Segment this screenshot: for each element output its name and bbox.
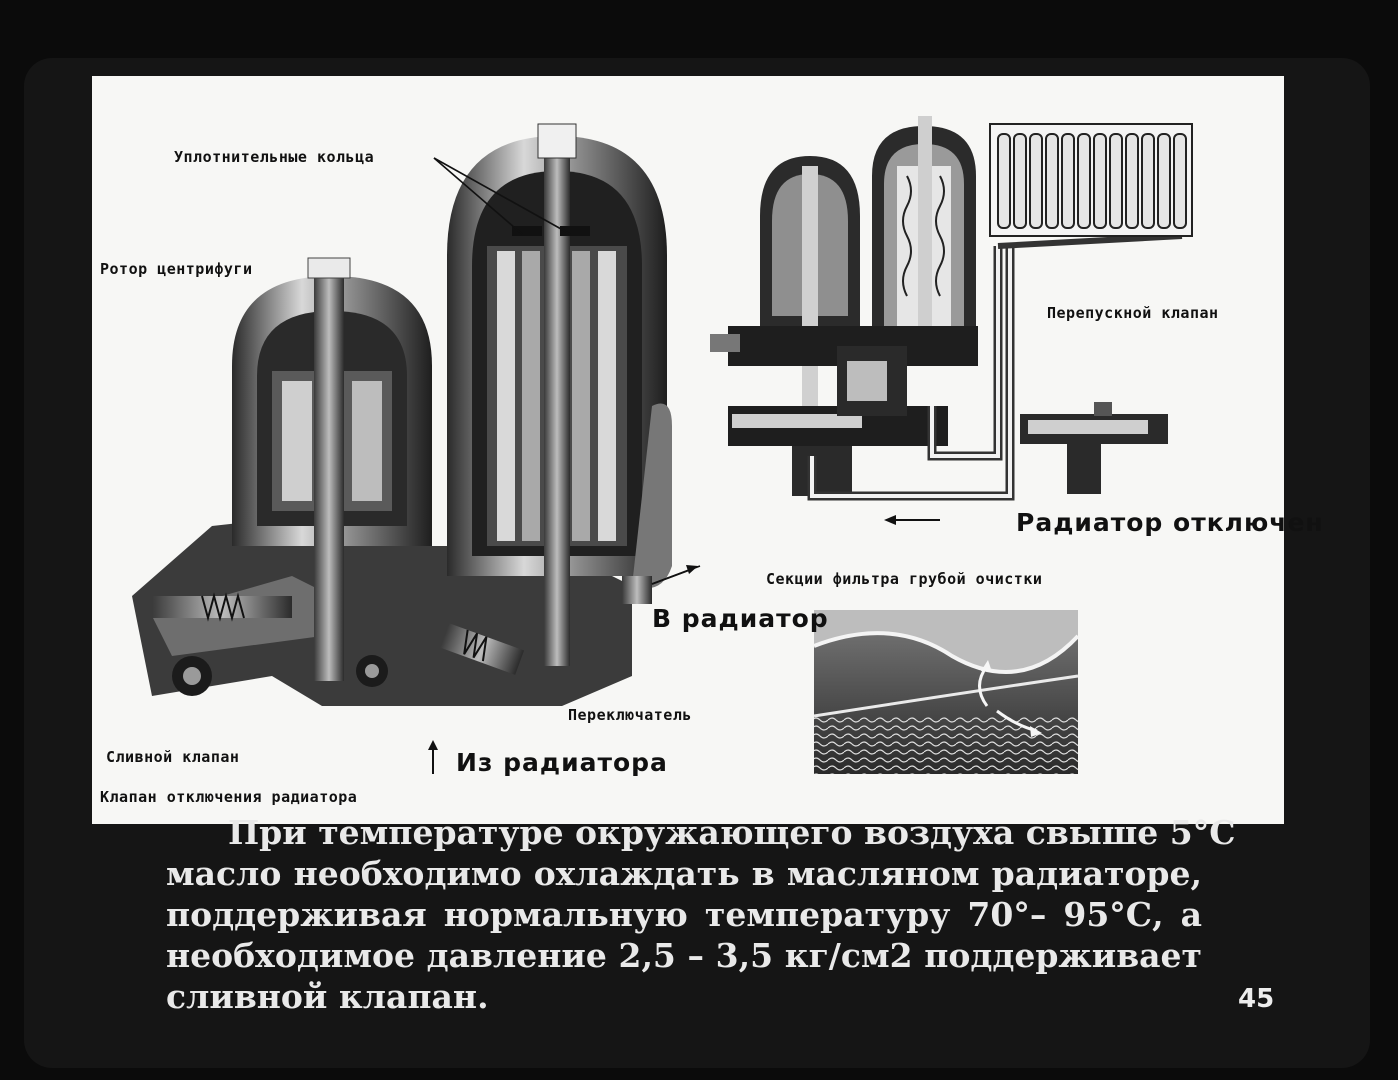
radiator-tubes (997, 133, 1187, 229)
label-seal-rings: Уплотнительные кольца (174, 148, 375, 166)
caption-line-2: масло необходимо охлаждать в масляном ра… (166, 854, 1202, 893)
label-radiator-shutoff-valve: Клапан отключения радиатора (100, 788, 358, 806)
diagram-panel: Уплотнительные кольца Ротор центрифуги П… (92, 76, 1323, 824)
slide-caption: При температуре окружающего воздуха свыш… (166, 812, 1236, 1017)
label-drain-valve: Сливной клапан (106, 748, 240, 766)
caption-line-3: поддерживая нормальную температуру 70°– … (166, 895, 1202, 934)
centrifuge-cutaway (132, 123, 672, 706)
label-to-radiator: В радиатор (652, 604, 829, 633)
page-number: 45 (1238, 984, 1275, 1014)
label-from-radiator: Из радиатора (456, 748, 668, 777)
coarse-filter-detail (813, 610, 1080, 774)
label-bypass-valve: Перепускной клапан (1047, 304, 1219, 322)
to-radiator-arrowhead (686, 565, 698, 574)
label-switch: Переключатель (568, 706, 692, 724)
caption-line-4: необходимое давление 2,5 – 3,5 кг/см2 по… (166, 936, 1202, 975)
caption-line-1: При температуре окружающего воздуха свыш… (228, 813, 1236, 852)
from-radiator-arrowhead (428, 740, 438, 750)
caption-line-5: сливной клапан. (166, 977, 489, 1016)
label-centrifuge-rotor: Ротор центрифуги (100, 260, 253, 278)
label-coarse-filter-sections: Секции фильтра грубой очистки (766, 570, 1043, 588)
label-radiator-off: Радиатор отключен (1016, 508, 1324, 537)
to-radiator-arrow (651, 568, 693, 585)
oil-filter-diagram (132, 116, 1193, 774)
radiator-schematic (710, 116, 1193, 525)
